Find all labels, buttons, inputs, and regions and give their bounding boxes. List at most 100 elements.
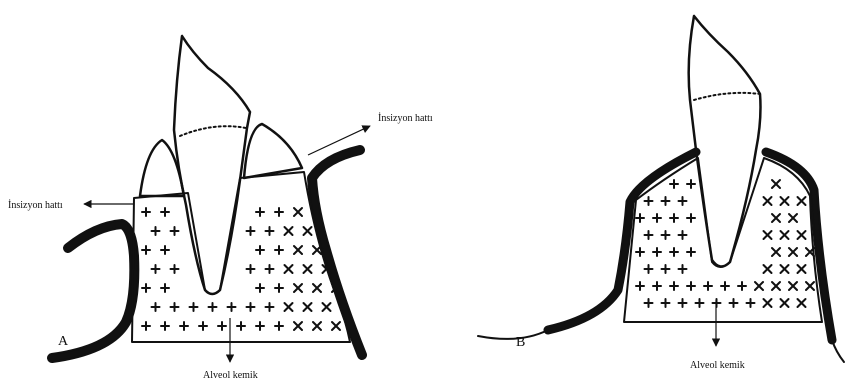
bone-cross-mark	[209, 303, 217, 311]
cej-line-b	[694, 93, 760, 100]
bone-cross-mark	[662, 265, 670, 273]
bone-cross-mark	[645, 299, 653, 307]
bone-cross-mark	[764, 265, 772, 273]
bone-cross-mark	[670, 180, 678, 188]
bone-cross-mark	[256, 322, 264, 330]
bone-cross-mark	[171, 265, 179, 273]
bone-cross-mark	[285, 227, 293, 235]
bone-cross-mark	[764, 197, 772, 205]
incision-label-right: İnsizyon hattı	[378, 112, 433, 124]
gingiva-b	[478, 152, 844, 362]
bone-cross-mark	[738, 282, 746, 290]
bone-cross-mark	[313, 246, 321, 254]
bone-crosses-a	[142, 208, 340, 330]
bone-cross-mark	[789, 248, 797, 256]
bone-cross-mark	[332, 322, 340, 330]
cej-line-a	[180, 126, 246, 136]
bone-cross-mark	[730, 299, 738, 307]
bone-cross-mark	[636, 214, 644, 222]
bone-cross-mark	[679, 265, 687, 273]
bone-cross-mark	[764, 231, 772, 239]
bone-cross-mark	[747, 299, 755, 307]
bone-cross-mark	[679, 197, 687, 205]
bone-cross-mark	[294, 322, 302, 330]
bone-cross-mark	[806, 282, 814, 290]
bone-cross-mark	[798, 265, 806, 273]
bone-cross-mark	[670, 282, 678, 290]
bone-cross-mark	[653, 282, 661, 290]
bone-cross-mark	[275, 208, 283, 216]
bone-cross-mark	[670, 248, 678, 256]
bone-cross-mark	[687, 214, 695, 222]
bone-cross-mark	[679, 231, 687, 239]
bone-cross-mark	[781, 265, 789, 273]
bone-cross-mark	[645, 265, 653, 273]
bone-cross-mark	[199, 322, 207, 330]
bone-cross-mark	[171, 303, 179, 311]
bone-cross-mark	[152, 303, 160, 311]
bone-cross-mark	[789, 282, 797, 290]
bone-cross-mark	[653, 214, 661, 222]
bone-cross-mark	[256, 208, 264, 216]
bone-cross-mark	[772, 248, 780, 256]
bone-cross-mark	[636, 248, 644, 256]
bone-cross-mark	[323, 303, 331, 311]
bone-cross-mark	[662, 197, 670, 205]
bone-cross-mark	[772, 180, 780, 188]
bone-cross-mark	[256, 246, 264, 254]
bone-cross-mark	[636, 282, 644, 290]
bone-cross-mark	[152, 265, 160, 273]
bone-cross-mark	[704, 282, 712, 290]
bone-cross-mark	[772, 214, 780, 222]
bone-cross-mark	[142, 208, 150, 216]
bone-cross-mark	[679, 299, 687, 307]
bone-cross-mark	[161, 208, 169, 216]
panel-letter-b: B	[516, 335, 525, 350]
bone-cross-mark	[285, 303, 293, 311]
bone-cross-mark	[781, 231, 789, 239]
bone-cross-mark	[313, 322, 321, 330]
bone-cross-mark	[304, 265, 312, 273]
bone-cross-mark	[142, 284, 150, 292]
bone-cross-mark	[662, 231, 670, 239]
bone-cross-mark	[781, 299, 789, 307]
bone-cross-mark	[696, 299, 704, 307]
bone-cross-mark	[687, 248, 695, 256]
bone-cross-mark	[247, 265, 255, 273]
bone-cross-mark	[152, 227, 160, 235]
panel-letter-a: A	[58, 334, 69, 349]
bone-cross-mark	[142, 322, 150, 330]
bone-cross-mark	[721, 282, 729, 290]
bone-cross-mark	[171, 227, 179, 235]
bone-cross-mark	[304, 227, 312, 235]
bone-cross-mark	[285, 265, 293, 273]
bone-cross-mark	[180, 322, 188, 330]
bone-cross-mark	[142, 246, 150, 254]
bone-cross-mark	[781, 197, 789, 205]
bone-cross-mark	[275, 322, 283, 330]
bone-cross-mark	[294, 208, 302, 216]
bone-cross-mark	[798, 231, 806, 239]
tooth-a	[174, 36, 250, 294]
bone-cross-mark	[266, 227, 274, 235]
bone-cross-mark	[789, 214, 797, 222]
bone-cross-mark	[266, 265, 274, 273]
bone-cross-mark	[755, 282, 763, 290]
bone-cross-mark	[764, 299, 772, 307]
bone-cross-mark	[687, 282, 695, 290]
bone-cross-mark	[645, 231, 653, 239]
bone-cross-mark	[256, 284, 264, 292]
bone-cross-mark	[798, 197, 806, 205]
bone-cross-mark	[190, 303, 198, 311]
bone-cross-mark	[670, 214, 678, 222]
bone-cross-mark	[645, 197, 653, 205]
panel-b: B Alveol kemik	[478, 16, 844, 371]
bone-cross-mark	[247, 227, 255, 235]
bone-cross-mark	[247, 303, 255, 311]
bone-cross-mark	[275, 246, 283, 254]
bone-cross-mark	[772, 282, 780, 290]
bone-cross-mark	[218, 322, 226, 330]
bone-cross-mark	[275, 284, 283, 292]
bone-label-a: Alveol kemik	[203, 370, 258, 381]
